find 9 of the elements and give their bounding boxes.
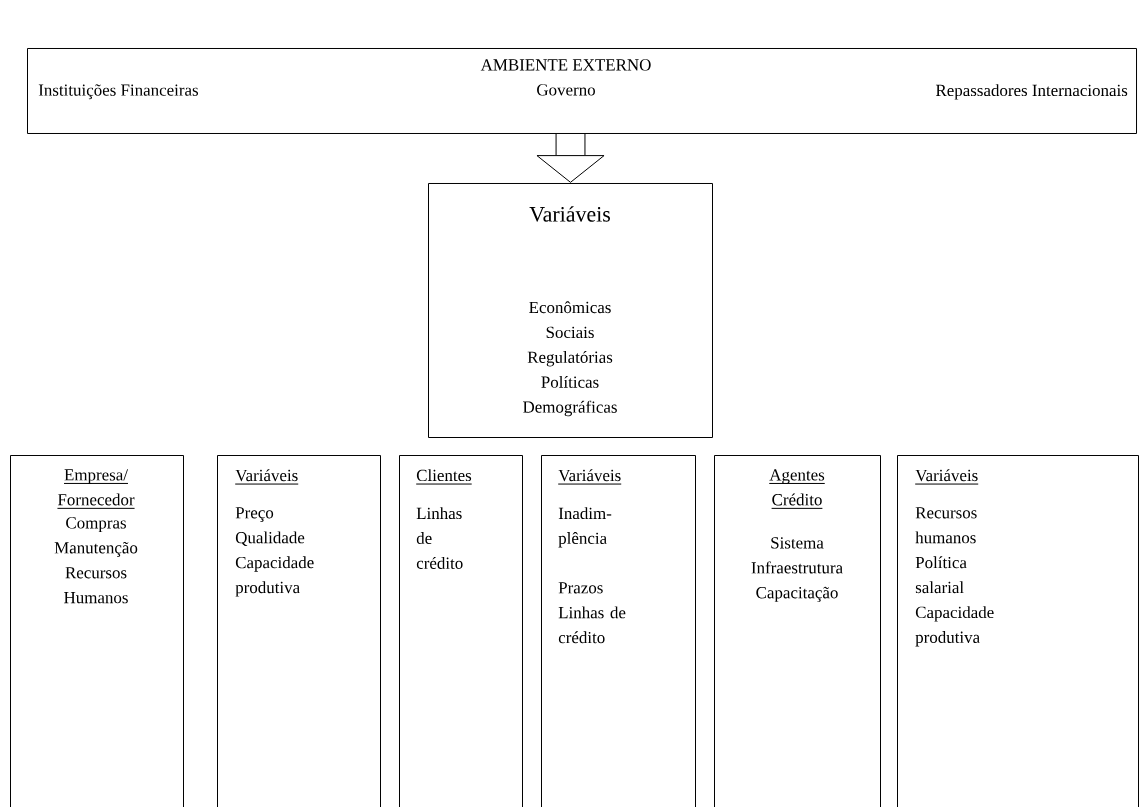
environment-box: AMBIENTE EXTERNO Instituições Financeiras Governo Repassadores Internacionais: [27, 48, 1137, 134]
category-box: Variáveis Recursos humanos Política salarial Capacidade produtiva: [897, 455, 1139, 807]
category-box: Empresa/ Fornecedor Compras Manutenção Recursos Humanos: [10, 455, 184, 807]
category-box: Clientes Linhas de crédito: [399, 455, 523, 807]
variables-box: Variáveis Econômicas Sociais Regulatórias Políticas Demográficas: [428, 183, 713, 438]
hollow-arrow: [536, 134, 605, 183]
category-box: Variáveis Preço Qualidade Capacidade produtiva: [217, 455, 381, 807]
category-box: Variáveis Inadim- plência Prazos Linhas de crédito: [541, 455, 696, 807]
category-box: Agentes Crédito Sistema Infraestrutura Capacitação: [714, 455, 881, 807]
